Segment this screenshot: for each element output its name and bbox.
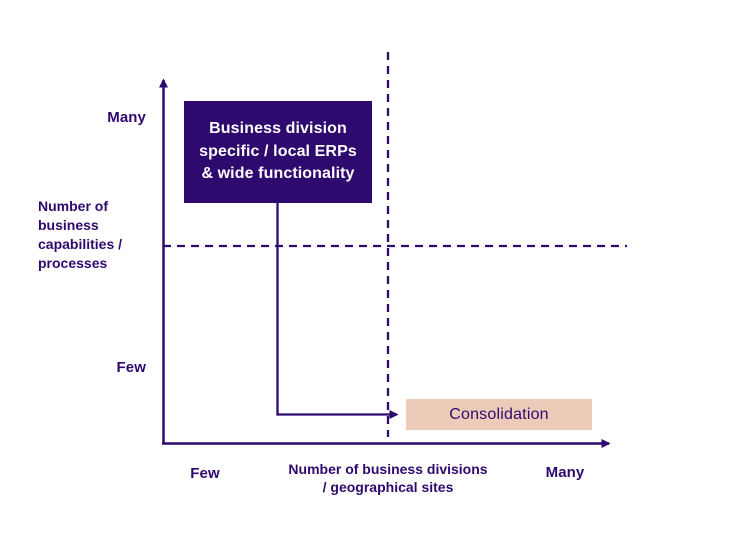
erp-box: Business division specific / local ERPs …: [184, 101, 372, 203]
erp-box-label-line: specific / local ERPs: [199, 142, 357, 160]
erp-box-label-line: Business division: [209, 120, 347, 138]
x-axis-max-label: Many: [545, 464, 585, 481]
x-axis-title-line: / geographical sites: [322, 478, 454, 495]
consolidation-box: Consolidation: [406, 399, 592, 430]
y-axis-title-line: capabilities /: [38, 236, 123, 252]
y-axis-title-line: business: [38, 217, 99, 233]
x-axis-title: Number of business divisions / geographi…: [276, 461, 500, 496]
erp-box-label-line: & wide functionality: [201, 165, 355, 183]
x-axis-title-line: Number of business divisions: [288, 461, 488, 477]
connector-arrow: [276, 203, 399, 419]
y-axis-title-line: Number of: [38, 198, 108, 214]
y-axis-min-label: Few: [116, 359, 146, 376]
y-axis-title: Number of business capabilities / proces…: [38, 197, 156, 273]
x-axis-min-label: Few: [190, 465, 220, 482]
y-axis-max-label: Many: [107, 109, 146, 126]
consolidation-box-label: Consolidation: [449, 405, 549, 423]
y-axis-title-line: processes: [38, 255, 108, 271]
